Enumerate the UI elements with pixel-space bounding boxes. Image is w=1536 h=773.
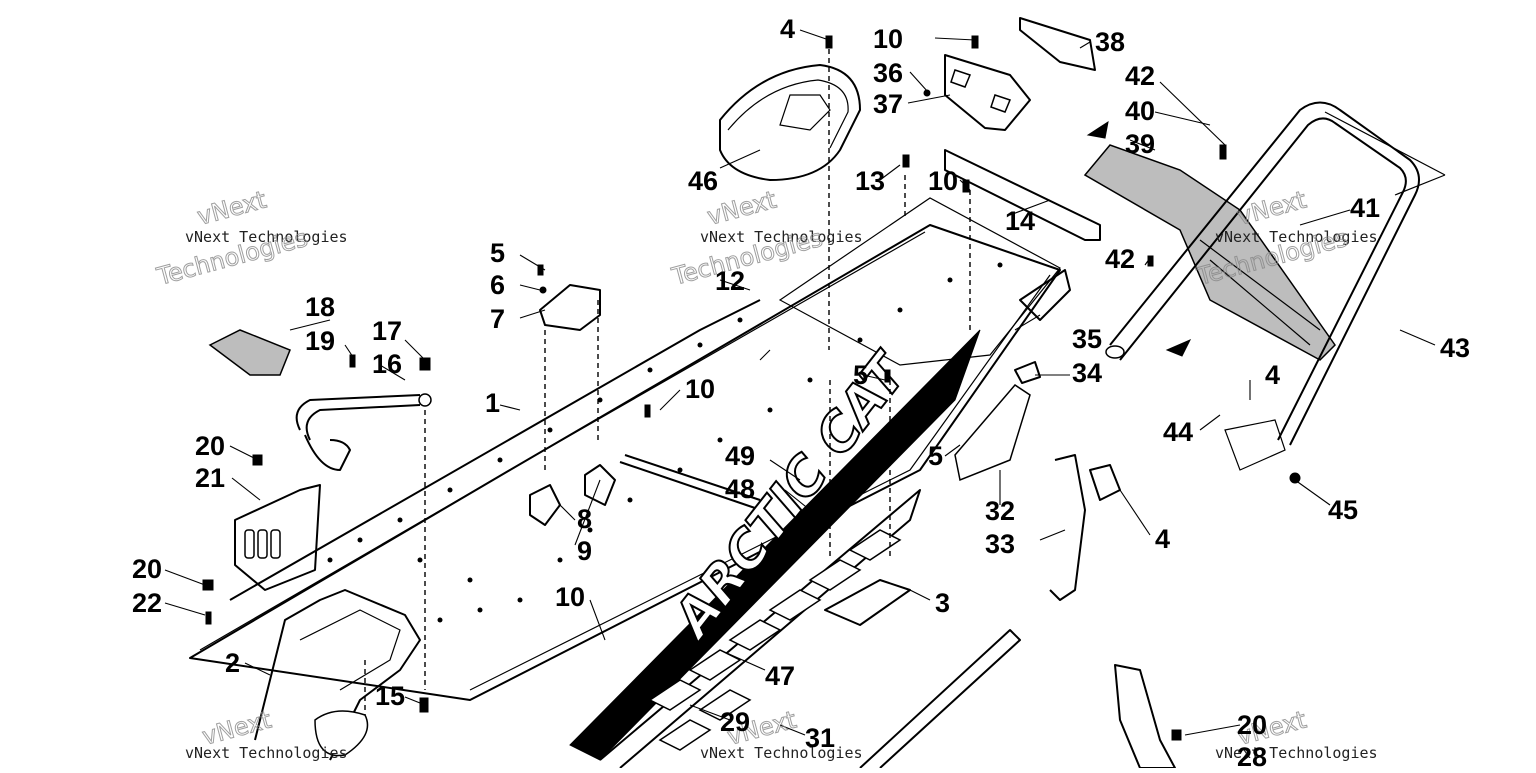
angle-bracket-part	[944, 149, 1101, 241]
callout-20: 20	[195, 431, 225, 461]
fasteners	[202, 35, 1227, 741]
callout-21: 21	[195, 463, 225, 493]
callout-13: 13	[855, 166, 885, 196]
svg-text:vNext Technologies: vNext Technologies	[1215, 228, 1378, 246]
callout-10: 10	[928, 166, 958, 196]
callout-14: 14	[1005, 206, 1035, 236]
rear-bumper-part	[1105, 101, 1446, 446]
watermark-right: vNext vNext Technologies Technologies	[1193, 185, 1378, 291]
snow-flap-part	[1083, 144, 1336, 361]
callout-4: 4	[1155, 524, 1170, 554]
hinge-part	[1049, 454, 1121, 601]
callout-35: 35	[1072, 324, 1102, 354]
callout-3: 3	[935, 588, 950, 618]
tunnel-part	[189, 197, 1061, 701]
long-strip-part	[824, 579, 1021, 769]
callout-44: 44	[1163, 417, 1193, 447]
callout-29: 29	[720, 707, 750, 737]
svg-text:vNext: vNext	[194, 186, 269, 231]
callout-22: 22	[132, 588, 162, 618]
side-panel-cutouts	[599, 489, 921, 769]
callout-31: 31	[805, 723, 835, 753]
callout-48: 48	[725, 474, 755, 504]
rivet-holes	[327, 262, 1003, 623]
svg-text:vNext: vNext	[1234, 186, 1309, 231]
svg-text:vNext Technologies: vNext Technologies	[700, 744, 863, 762]
callout-10: 10	[685, 374, 715, 404]
callout-47: 47	[765, 661, 795, 691]
callout-34: 34	[1072, 358, 1102, 388]
callout-43: 43	[1440, 333, 1470, 363]
callout-2: 2	[225, 648, 240, 678]
callout-10: 10	[873, 24, 903, 54]
callout-12: 12	[715, 266, 745, 296]
callout-6: 6	[490, 270, 505, 300]
callout-33: 33	[985, 529, 1015, 559]
direction-arrows	[1086, 120, 1192, 357]
callout-5: 5	[853, 360, 868, 390]
callout-7: 7	[490, 304, 505, 334]
svg-text:vNext Technologies: vNext Technologies	[700, 228, 863, 246]
callout-20: 20	[1237, 710, 1267, 740]
callout-37: 37	[873, 89, 903, 119]
callout-36: 36	[873, 58, 903, 88]
svg-text:vNext Technologies: vNext Technologies	[185, 744, 348, 762]
lower-right-bracket	[1114, 664, 1176, 769]
callout-32: 32	[985, 496, 1015, 526]
rear-bracket-part	[944, 17, 1096, 131]
watermark-left: vNext vNext Technologies Technologies	[153, 185, 348, 291]
callout-4: 4	[780, 14, 795, 44]
callout-41: 41	[1350, 193, 1380, 223]
callout-42: 42	[1105, 244, 1135, 274]
callout-20: 20	[132, 554, 162, 584]
callout-17: 17	[372, 316, 402, 346]
rod-part	[619, 454, 761, 509]
callout-9: 9	[577, 536, 592, 566]
seat-bag-part	[719, 64, 861, 181]
leader-lines	[164, 29, 1436, 736]
svg-text:vNext Technologies: vNext Technologies	[185, 228, 348, 246]
callout-4: 4	[1265, 360, 1280, 390]
grab-handle-part	[295, 393, 432, 471]
callout-16: 16	[372, 349, 402, 379]
left-bracket-part	[234, 484, 321, 591]
callout-5: 5	[490, 238, 505, 268]
callout-40: 40	[1125, 96, 1155, 126]
watermark-bottom-center: vNext vNext Technologies	[700, 705, 863, 762]
callout-28: 28	[1237, 742, 1267, 768]
callout-19: 19	[305, 326, 335, 356]
callout-39: 39	[1125, 129, 1155, 159]
callout-15: 15	[375, 681, 405, 711]
callout-5: 5	[928, 441, 943, 471]
svg-text:vNext Technologies: vNext Technologies	[1215, 744, 1378, 762]
front-mount-part	[254, 589, 421, 761]
callout-10: 10	[555, 582, 585, 612]
footrest-pieces	[1224, 419, 1301, 484]
assembly-lines	[364, 40, 971, 715]
brackets-right	[954, 269, 1071, 482]
callout-46: 46	[688, 166, 718, 196]
cover-plate-part	[208, 329, 291, 376]
arctic-cat-decal: ARCTIC CAT	[569, 329, 981, 761]
watermark-center: vNext vNext Technologies Technologies	[668, 185, 863, 291]
callout-1: 1	[485, 388, 500, 418]
callout-labels: 1 2 3 4 4 4 5 5 5 6 7 8 9 10 10 10 10 12…	[132, 14, 1470, 772]
callout-38: 38	[1095, 27, 1125, 57]
callout-18: 18	[305, 292, 335, 322]
callout-8: 8	[577, 504, 592, 534]
small-brackets	[529, 284, 616, 526]
callout-42: 42	[1125, 61, 1155, 91]
callout-45: 45	[1328, 495, 1358, 525]
callout-49: 49	[725, 441, 755, 471]
